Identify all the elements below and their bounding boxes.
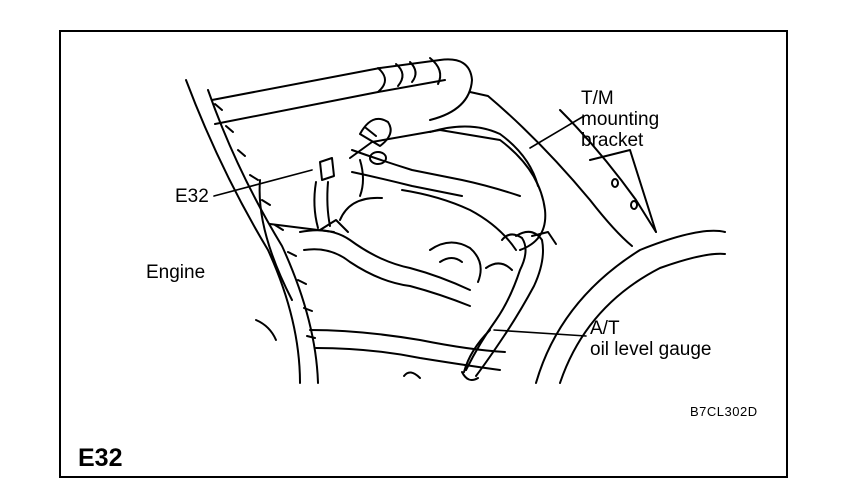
at-gauge-label: A/T oil level gauge [590, 318, 711, 360]
at-oil-level-gauge-drawing [461, 230, 557, 381]
upper-pipe-drawing [211, 57, 473, 125]
engine-label: Engine [146, 262, 206, 283]
tm-bracket-label-line3: bracket [581, 130, 644, 151]
e32-connector-drawing [269, 157, 335, 233]
connector-id-title: E32 [78, 444, 123, 472]
lower-hoses-drawing [255, 219, 506, 379]
tm-bracket-label-line2: mounting [581, 109, 660, 130]
tm-bracket-label-line1: T/M [581, 88, 614, 109]
engine-belt-drawing [185, 79, 319, 384]
e32-label: E32 [175, 186, 209, 207]
figure-code: B7CL302D [690, 404, 758, 419]
tm-mounting-bracket-drawing [339, 118, 547, 251]
transmission-housing-drawing [469, 91, 726, 384]
leader-lines [213, 115, 587, 337]
at-gauge-label-line2: oil level gauge [590, 339, 712, 360]
figure-frame [59, 30, 788, 478]
tm-bracket-label: T/M mounting bracket [581, 88, 659, 151]
at-gauge-label-line1: A/T [590, 318, 620, 339]
